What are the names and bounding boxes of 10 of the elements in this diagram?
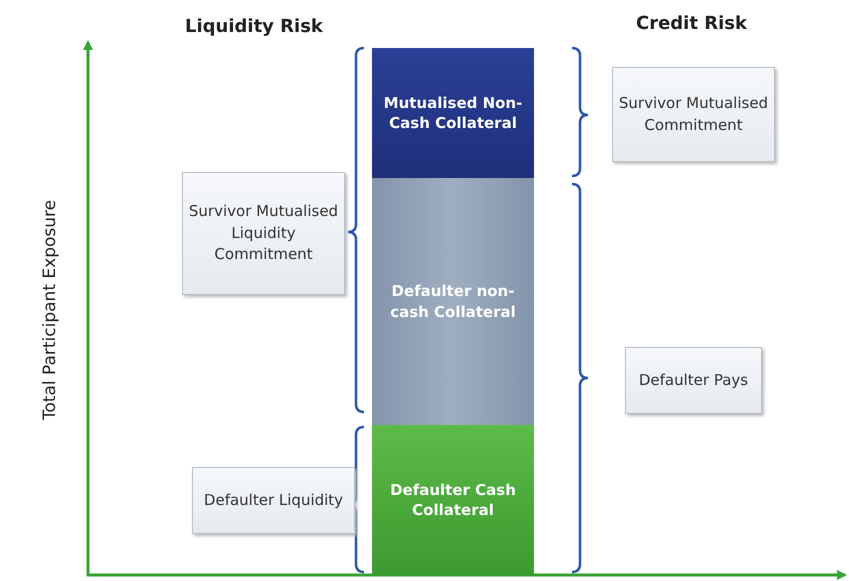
heading: Liquidity Risk: [185, 16, 323, 37]
text-box: Survivor Mutualised Commitment: [612, 67, 775, 162]
bar-segment: Defaulter Cash Collateral: [372, 425, 534, 575]
text-box: Survivor Mutualised Liquidity Commitment: [182, 172, 345, 295]
text-box: Defaulter Liquidity: [192, 467, 355, 534]
bar-segment: Mutualised Non-Cash Collateral: [372, 48, 534, 178]
text-box: Defaulter Pays: [625, 347, 762, 414]
heading: Credit Risk: [636, 13, 747, 34]
axis-label: Total Participant Exposure: [40, 198, 60, 422]
bar-segment: Defaulter non-cash Collateral: [372, 178, 534, 425]
